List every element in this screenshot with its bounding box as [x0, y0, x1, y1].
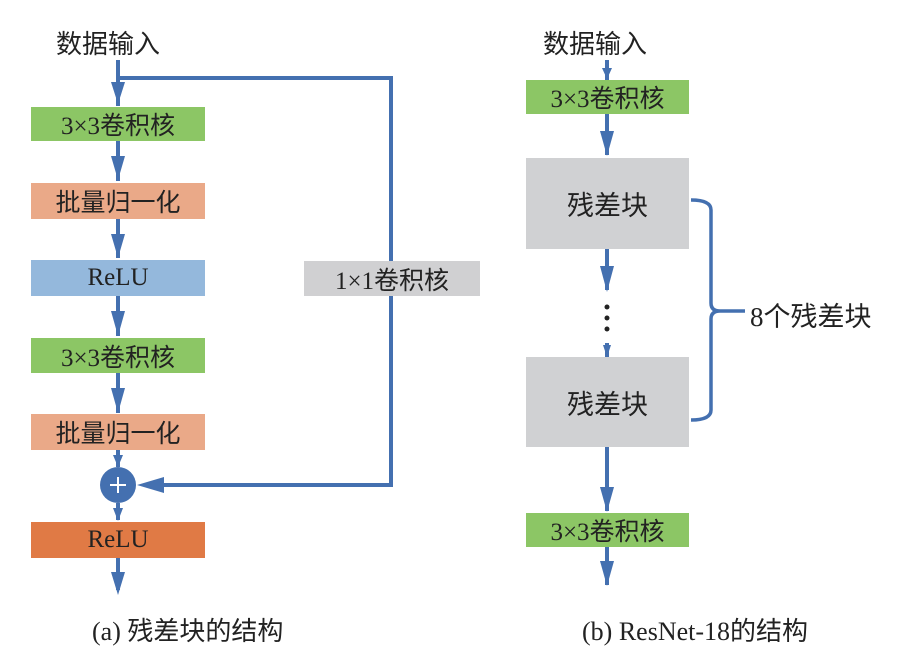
arrowhead: [111, 388, 125, 413]
arrowhead: [111, 234, 125, 258]
panel-a-caption: (a) 残差块的结构: [92, 617, 284, 646]
panel-b-resblock-top: 残差块: [526, 158, 689, 249]
panel-a-batchnorm-2: 批量归一化: [31, 414, 205, 450]
shortcut-path-top: [118, 76, 393, 262]
brace: [690, 198, 745, 422]
arrowhead: [111, 311, 125, 336]
panel-b-caption: (b) ResNet-18的结构: [582, 617, 809, 646]
panel-b-resblock-bottom: 残差块: [526, 357, 689, 447]
arrowhead: [113, 455, 123, 467]
shortcut-path-bottom: [158, 295, 393, 487]
panel-b-conv3x3-last: 3×3卷积核: [526, 513, 689, 547]
ellipsis-dot: [604, 315, 610, 321]
panel-a-relu-2: ReLU: [31, 522, 205, 558]
panel-b-brace-label: 8个残差块: [750, 302, 872, 332]
panel-a-conv3x3-2: 3×3卷积核: [31, 338, 205, 373]
arrowhead: [111, 572, 125, 595]
panel-a-input-label: 数据输入: [56, 30, 161, 59]
arrowhead-shortcut: [137, 477, 164, 493]
panel-b-conv3x3-first: 3×3卷积核: [526, 80, 689, 114]
arrowhead: [600, 131, 614, 156]
panel-a-conv1x1-shortcut: 1×1卷积核: [304, 261, 480, 296]
ellipsis-dot: [604, 326, 610, 332]
panel-a-conv3x3-1: 3×3卷积核: [31, 107, 205, 141]
arrowhead: [111, 156, 125, 180]
plus-icon: [110, 477, 126, 493]
panel-b-input-label: 数据输入: [543, 30, 648, 59]
ellipsis-dot: [604, 304, 610, 310]
arrowhead: [600, 487, 614, 512]
arrowhead: [600, 561, 614, 586]
arrowhead: [600, 266, 614, 292]
panel-a-batchnorm-1: 批量归一化: [31, 183, 205, 219]
arrowhead: [602, 68, 612, 79]
panel-a-relu-1: ReLU: [31, 260, 205, 296]
arrowhead: [111, 82, 125, 104]
arrowhead: [603, 345, 611, 357]
arrowhead: [113, 508, 123, 521]
